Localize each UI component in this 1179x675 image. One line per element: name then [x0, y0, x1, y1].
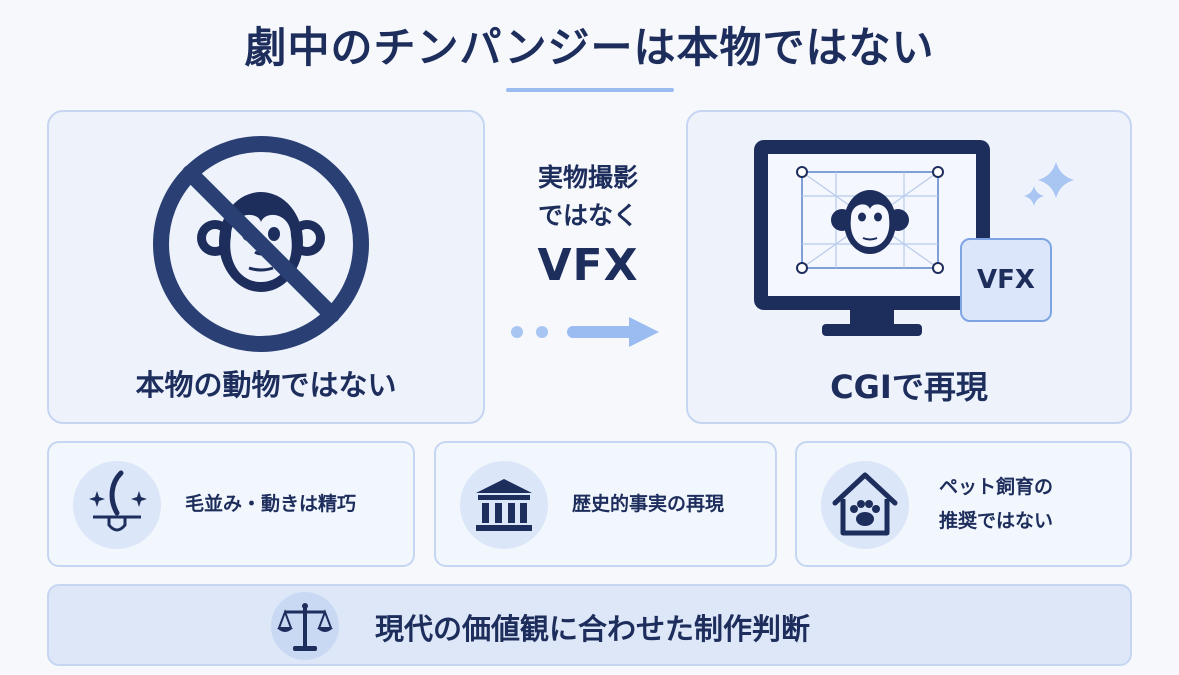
- middle-line-1: 実物撮影: [537, 163, 638, 192]
- card-fur-motion-text: 毛並み・動きは精巧: [185, 493, 357, 515]
- title-underline: [506, 88, 674, 92]
- scales-balance-icon: [277, 603, 333, 651]
- real-animal-panel: 本物の動物ではない: [47, 110, 485, 424]
- hair-strand-sparkle-icon: [89, 470, 147, 532]
- page-title: 劇中のチンパンジーは本物ではない: [244, 23, 935, 72]
- middle-vfx: VFX: [537, 240, 639, 291]
- prohibited-monkey-icon: [153, 136, 369, 352]
- middle-line-2: ではなく: [537, 201, 638, 230]
- card-pet: ペット飼育の 推奨ではない: [795, 441, 1132, 567]
- museum-building-icon: [476, 479, 532, 531]
- monitor-cgi-monkey-icon: [754, 140, 1074, 336]
- card-historical: 歴史的事実の再現: [434, 441, 777, 567]
- bottom-conclusion-bar: 現代の価値観に合わせた制作判断: [47, 584, 1132, 666]
- cgi-panel: VFX CGIで再現: [686, 110, 1132, 424]
- bottom-conclusion-text: 現代の価値観に合わせた制作判断: [375, 612, 811, 646]
- house-paw-icon: [832, 472, 898, 536]
- card-pet-line1: ペット飼育の: [939, 476, 1054, 498]
- vfx-badge-label: VFX: [977, 265, 1035, 295]
- real-animal-label: 本物の動物ではない: [135, 368, 397, 402]
- card-icon-circle: [460, 461, 548, 549]
- vfx-badge: VFX: [960, 238, 1052, 322]
- card-fur-motion: 毛並み・動きは精巧: [47, 441, 415, 567]
- card-historical-text: 歴史的事実の再現: [572, 493, 725, 515]
- cgi-label: CGIで再現: [830, 368, 988, 406]
- card-pet-line2: 推奨ではない: [939, 510, 1054, 532]
- arrow-right-icon: [511, 317, 659, 347]
